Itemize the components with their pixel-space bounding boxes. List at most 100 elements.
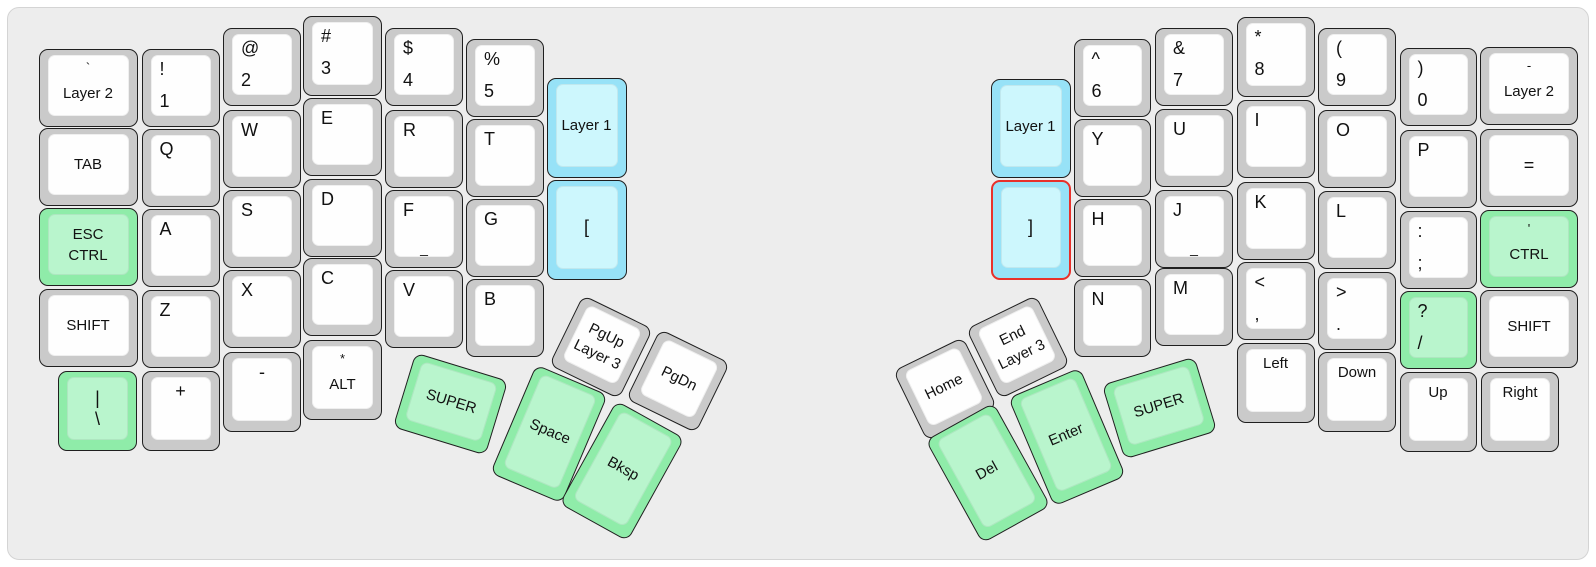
key-o[interactable]: O <box>1318 110 1396 188</box>
key-label: SHIFT <box>66 317 110 334</box>
key-exclaim-1[interactable]: !1 <box>141 49 220 127</box>
key-super-left[interactable]: SUPER <box>392 352 508 456</box>
key-right[interactable]: Right <box>1481 372 1559 452</box>
key-up[interactable]: Up <box>1399 372 1477 452</box>
key-u[interactable]: U <box>1155 109 1233 187</box>
keycap: G <box>475 205 535 266</box>
keycap: K <box>1245 188 1306 249</box>
key-label: , <box>1254 304 1260 324</box>
key-m[interactable]: M <box>1155 268 1233 346</box>
key-z[interactable]: Z <box>141 290 220 368</box>
key-tab[interactable]: TAB <box>38 128 138 206</box>
key-label: U <box>1173 119 1186 139</box>
key-p[interactable]: P <box>1399 130 1477 208</box>
key-lt-comma[interactable]: <, <box>1236 262 1315 340</box>
keycap: M <box>1164 274 1224 335</box>
keycap: I <box>1245 106 1306 167</box>
key-label: . <box>1336 314 1342 334</box>
key-paren-9[interactable]: (9 <box>1318 28 1396 106</box>
key-label: @ <box>241 38 260 58</box>
key-label: A <box>159 219 172 239</box>
key-shift-right[interactable]: SHIFT <box>1480 290 1578 368</box>
key-label: ' <box>1527 221 1531 236</box>
key-down[interactable]: Down <box>1318 352 1396 432</box>
key-i[interactable]: I <box>1236 100 1315 178</box>
key-colon-semicolon[interactable]: :; <box>1399 211 1477 289</box>
key-label: 3 <box>321 58 332 78</box>
key-y[interactable]: Y <box>1073 119 1151 197</box>
key-f[interactable]: F_ <box>385 190 463 268</box>
key-label: 0 <box>1417 90 1428 110</box>
key-asterisk-8[interactable]: *8 <box>1236 17 1315 97</box>
keycap: `Layer 2 <box>47 55 129 116</box>
key-left[interactable]: Left <box>1236 343 1315 423</box>
key-j[interactable]: J_ <box>1155 190 1233 268</box>
key-label: Up <box>1428 384 1448 401</box>
key-percent-5[interactable]: %5 <box>466 39 544 117</box>
key-r[interactable]: R <box>385 110 463 188</box>
key-grave-layer2[interactable]: `Layer 2 <box>38 49 138 127</box>
key-label: ^ <box>1091 49 1100 69</box>
key-super-right[interactable]: SUPER <box>1101 356 1217 460</box>
key-label: ; <box>1417 253 1423 273</box>
keycap: @2 <box>232 34 292 95</box>
key-h[interactable]: H <box>1073 199 1151 277</box>
keycap: ?/ <box>1408 297 1468 358</box>
keycap: TAB <box>47 134 129 195</box>
keycap: PgDn <box>638 338 720 420</box>
key-d[interactable]: D <box>303 179 382 257</box>
key-shift-left[interactable]: SHIFT <box>38 289 138 367</box>
key-label: Layer 2 <box>1503 83 1555 100</box>
key-rbracket[interactable]: ] <box>990 180 1071 280</box>
key-label: # <box>321 26 332 46</box>
key-n[interactable]: N <box>1073 279 1151 357</box>
key-l[interactable]: L <box>1318 191 1396 269</box>
key-label: : <box>1417 221 1423 241</box>
keycap: Layer 1 <box>555 84 618 167</box>
keycap: Layer 1 <box>999 85 1062 167</box>
keycap: Left <box>1245 349 1306 412</box>
key-label: H <box>1091 209 1105 229</box>
keycap: E <box>312 104 373 165</box>
key-w[interactable]: W <box>223 110 301 188</box>
key-c[interactable]: C <box>303 258 382 336</box>
key-equals[interactable]: = <box>1480 129 1578 207</box>
key-pipe-backslash[interactable]: |\ <box>58 371 137 451</box>
key-label: O <box>1336 120 1351 140</box>
key-paren-0[interactable]: )0 <box>1399 48 1477 126</box>
key-amp-7[interactable]: &7 <box>1155 28 1233 106</box>
key-g[interactable]: G <box>466 199 544 277</box>
key-t[interactable]: T <box>466 119 544 197</box>
key-a[interactable]: A <box>141 209 220 287</box>
key-hash-3[interactable]: #3 <box>303 16 382 96</box>
key-x[interactable]: X <box>223 270 301 348</box>
keycap: !1 <box>150 55 211 116</box>
key-q[interactable]: Q <box>141 129 220 207</box>
key-b[interactable]: B <box>466 279 544 357</box>
key-k[interactable]: K <box>1236 182 1315 260</box>
key-gt-period[interactable]: >. <box>1318 272 1396 350</box>
keycap: )0 <box>1408 54 1468 115</box>
homing-bar: _ <box>420 240 428 256</box>
key-question-slash[interactable]: ?/ <box>1399 291 1477 369</box>
key-v[interactable]: V <box>385 270 463 348</box>
keycap: :; <box>1408 217 1468 278</box>
key-minus[interactable]: - <box>223 352 301 432</box>
key-s[interactable]: S <box>223 190 301 268</box>
key-plus[interactable]: + <box>141 371 220 451</box>
key-layer1-right[interactable]: Layer 1 <box>990 79 1071 178</box>
key-minus-layer2[interactable]: -Layer 2 <box>1480 47 1578 125</box>
key-at-2[interactable]: @2 <box>223 28 301 106</box>
key-asterisk-alt[interactable]: *ALT <box>303 340 382 420</box>
key-lbracket[interactable]: [ <box>546 180 627 280</box>
key-label: ) <box>1417 58 1424 78</box>
key-label: K <box>1254 192 1267 212</box>
key-label: C <box>321 268 334 288</box>
key-quote-ctrl[interactable]: 'CTRL <box>1480 210 1578 288</box>
key-layer1-left[interactable]: Layer 1 <box>546 78 627 178</box>
key-caret-6[interactable]: ^6 <box>1073 39 1151 117</box>
key-e[interactable]: E <box>303 98 382 176</box>
key-dollar-4[interactable]: $4 <box>385 28 463 106</box>
